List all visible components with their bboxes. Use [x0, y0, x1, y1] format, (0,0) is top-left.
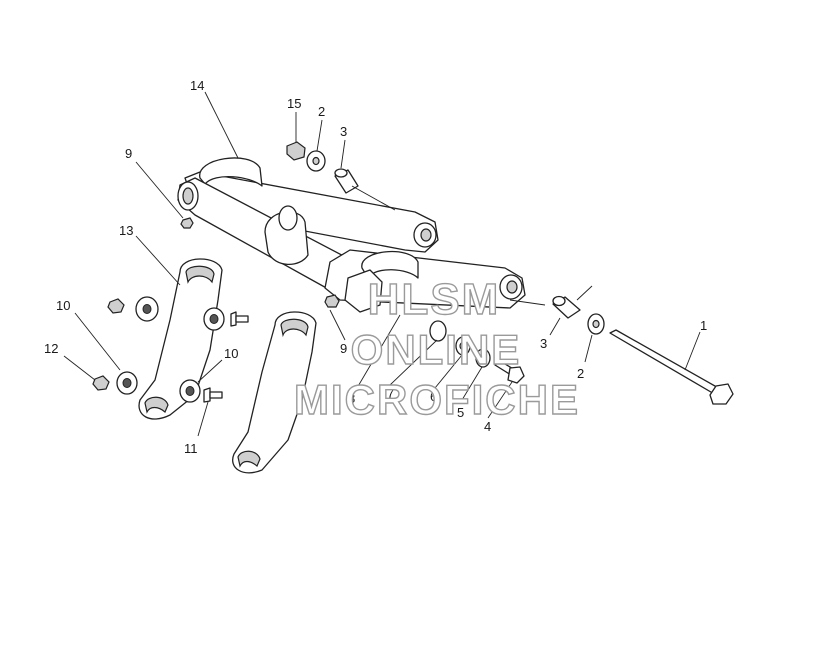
callout-8: 8	[348, 391, 355, 406]
callout-13: 13	[119, 223, 133, 238]
callout-12: 12	[44, 341, 58, 356]
callout-10-right: 10	[224, 346, 238, 361]
pivot-hardware	[180, 141, 734, 405]
callout-9-right: 9	[340, 341, 347, 356]
callout-5: 5	[457, 405, 464, 420]
watermark: HLSM ONLINE MICROFICHE	[293, 274, 580, 423]
callout-4: 4	[484, 419, 491, 434]
callout-labels: 1 2 2 3 3 4 5 6 7 8 9 9 10 10 11 12 13 1…	[44, 78, 707, 456]
callout-14: 14	[190, 78, 204, 93]
leader-lines	[63, 91, 701, 437]
callout-6: 6	[430, 389, 437, 404]
watermark-line-1: HLSM	[368, 275, 501, 324]
callout-2-top: 2	[318, 104, 325, 119]
callout-15: 15	[287, 96, 301, 111]
callout-7: 7	[387, 386, 394, 401]
watermark-line-2: ONLINE	[351, 326, 522, 373]
callout-9-left: 9	[125, 146, 132, 161]
callout-3-top: 3	[340, 124, 347, 139]
torsion-links	[92, 258, 317, 474]
callout-1: 1	[700, 318, 707, 333]
callout-10-left: 10	[56, 298, 70, 313]
callout-3-right: 3	[540, 336, 547, 351]
upper-arm	[177, 157, 526, 313]
callout-2-right: 2	[577, 366, 584, 381]
watermark-line-3: MICROFICHE	[294, 376, 580, 423]
callout-11: 11	[184, 441, 198, 456]
